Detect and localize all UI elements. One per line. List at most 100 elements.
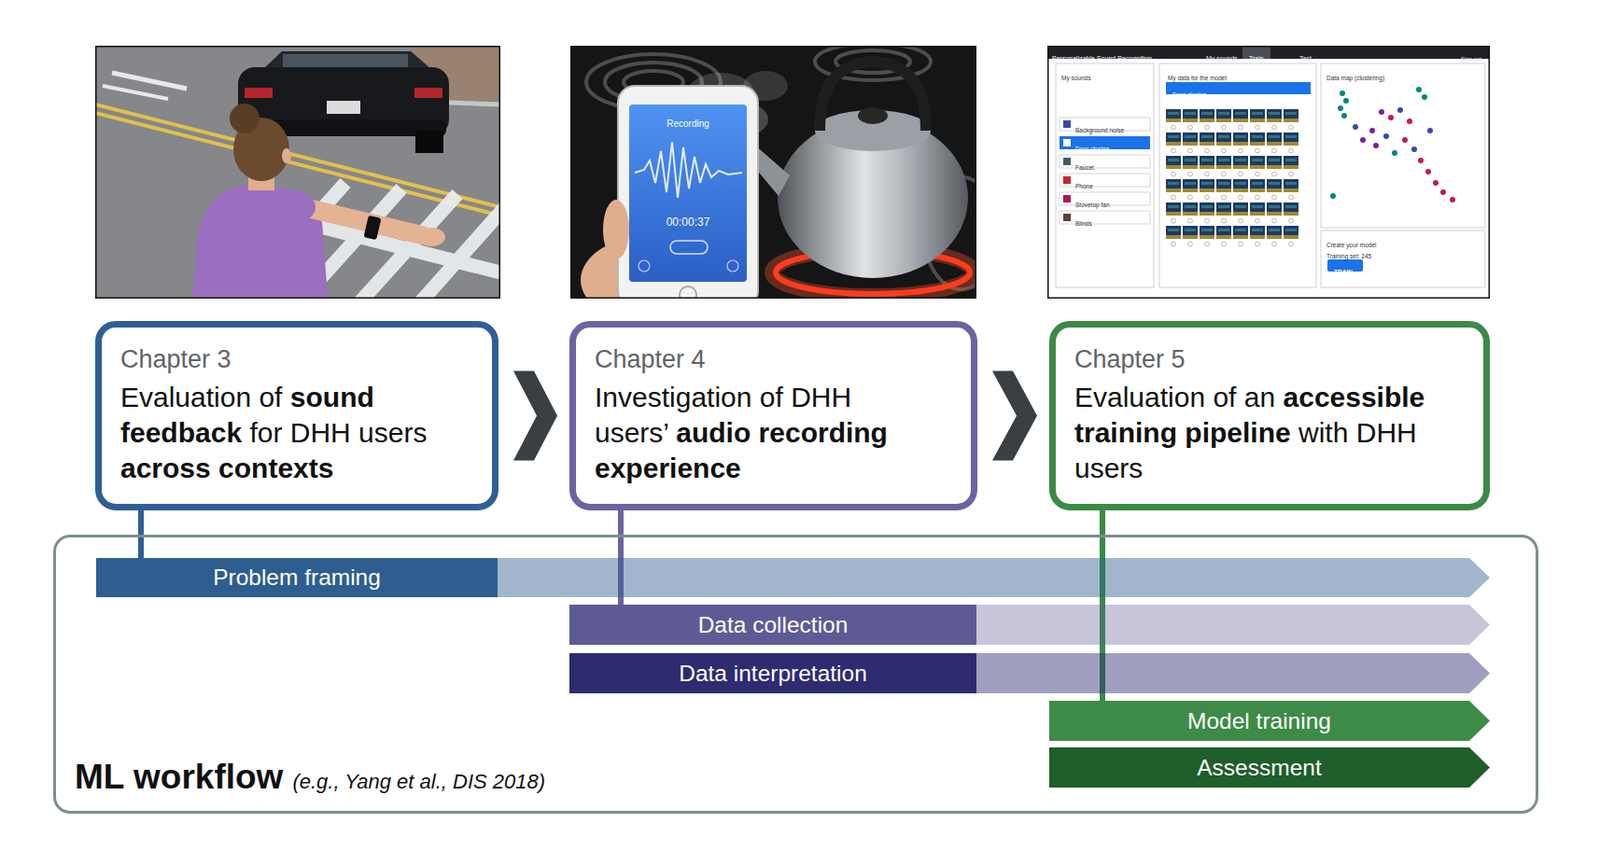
workflow-frame: ML workflow(e.g., Yang et al., DIS 2018)… [53, 534, 1539, 815]
phone [679, 286, 697, 299]
phone [634, 141, 743, 198]
label-holder: Stovetop fan [1075, 195, 1110, 211]
title-word: of [258, 381, 290, 413]
band-extension [569, 604, 1490, 646]
street-photo [102, 85, 169, 99]
title-word: feedback [120, 417, 250, 449]
chapter-title: Evaluation of sound feedback for DHH use… [120, 379, 457, 487]
label-holder: Personalizable Sound Recognition [1052, 48, 1152, 64]
ui-text: My sounds [1061, 74, 1091, 82]
title-word: DHH [290, 417, 359, 449]
stage-band: Model training [1049, 701, 1490, 742]
stage-label: Problem framing [96, 558, 498, 598]
ui-text: Training set: 245 [1326, 252, 1372, 260]
ui-text: Door closing [1075, 145, 1109, 153]
chapter-box: Chapter 5Evaluation of an accessible tra… [1049, 321, 1490, 511]
title-word: of [1212, 381, 1244, 413]
cluster-dots [1440, 189, 1446, 196]
ui-text: My data for the model [1167, 74, 1227, 82]
stage-label: Data collection [569, 604, 977, 646]
ui-screenshot [1063, 213, 1071, 222]
ui-screenshot [1063, 139, 1071, 147]
cluster-dots [1421, 94, 1428, 100]
ui-screenshot [1320, 63, 1486, 228]
ui-screenshot [1063, 195, 1071, 203]
ui-screenshot [1159, 63, 1317, 288]
ui-text: Stovetop fan [1075, 201, 1110, 209]
street-photo [95, 45, 501, 299]
stage-band: Data interpretation [569, 653, 1490, 694]
ui-screenshot [1059, 173, 1151, 187]
cluster-dots [1406, 118, 1413, 125]
title-word: users [1074, 452, 1143, 484]
workflow-caption: ML workflow(e.g., Yang et al., DIS 2018) [74, 757, 546, 798]
label-holder: My sounds [1206, 48, 1238, 64]
phone [580, 85, 758, 299]
label-holder: Faucet [1075, 157, 1095, 173]
band-extension [569, 653, 1490, 694]
title-word: an [1244, 381, 1284, 413]
kettle-photo [570, 45, 977, 299]
title-word: users’ [594, 417, 676, 449]
label-holder: 00:00:37 [666, 213, 711, 229]
cluster-dots [1330, 193, 1336, 199]
person [303, 207, 422, 236]
cluster-dots [1402, 137, 1408, 143]
cluster-dots [1427, 127, 1433, 134]
title-word: Evaluation [120, 381, 259, 413]
stage-band: Problem framing [96, 558, 1490, 598]
ui-screenshot [1063, 176, 1071, 184]
stage-band: Assessment [1049, 747, 1490, 788]
ui-text: My sounds [1206, 55, 1238, 62]
ui-text: Data map (clustering) [1326, 74, 1385, 82]
title-word: contexts [218, 452, 334, 484]
phone [670, 240, 708, 254]
cluster-dots [1416, 86, 1422, 93]
person [229, 103, 260, 134]
band-core [1049, 701, 1490, 742]
phone [629, 104, 747, 282]
ui-text: Personalizable Sound Recognition [1052, 55, 1152, 62]
cluster-dots [1388, 114, 1394, 121]
cluster-dots [1373, 142, 1379, 149]
ui-text: Sign out [1460, 56, 1482, 62]
label-holder: Test [1299, 48, 1312, 64]
cluster-dots [1391, 150, 1398, 156]
phone [638, 260, 650, 272]
chapter-title: Evaluation of an accessible training pip… [1074, 379, 1453, 487]
title-word: DHH [790, 381, 852, 413]
title-word: recording [758, 417, 888, 449]
cluster-dots [1341, 112, 1348, 119]
label-holder: Create your model [1326, 235, 1376, 251]
street-photo [95, 45, 501, 299]
person [281, 148, 292, 164]
title-word: for [249, 417, 290, 449]
kettle-photo [586, 45, 977, 290]
cluster-dots [1449, 196, 1456, 203]
label-holder: Recording [666, 114, 710, 130]
ui-text: Phone [1075, 182, 1094, 190]
ui-screenshot [1055, 63, 1154, 288]
ui-screenshot [1047, 45, 1490, 299]
cluster-dots [1343, 98, 1349, 104]
cluster-dots [1339, 90, 1346, 97]
ui-screenshot [1059, 210, 1151, 225]
title-word: with [1298, 417, 1357, 449]
stage-label: Data interpretation [569, 653, 977, 694]
title-word: training [1074, 417, 1185, 449]
ui-text: Faucet [1075, 164, 1095, 171]
phone [603, 199, 630, 260]
chevron-arrow [513, 371, 558, 462]
band-core [569, 604, 977, 646]
cluster-dots [1432, 180, 1439, 186]
ui-screenshot [1063, 120, 1071, 128]
label-holder: Blinds [1075, 213, 1093, 229]
title-word: Evaluation [1074, 381, 1213, 413]
ui-screenshot [1063, 157, 1071, 166]
ui-text: Test [1299, 55, 1312, 62]
car [244, 87, 273, 99]
cluster-dots [1369, 127, 1376, 134]
cluster-dots [1378, 109, 1385, 115]
band-core [1049, 747, 1490, 788]
cluster-dots [1417, 157, 1424, 164]
